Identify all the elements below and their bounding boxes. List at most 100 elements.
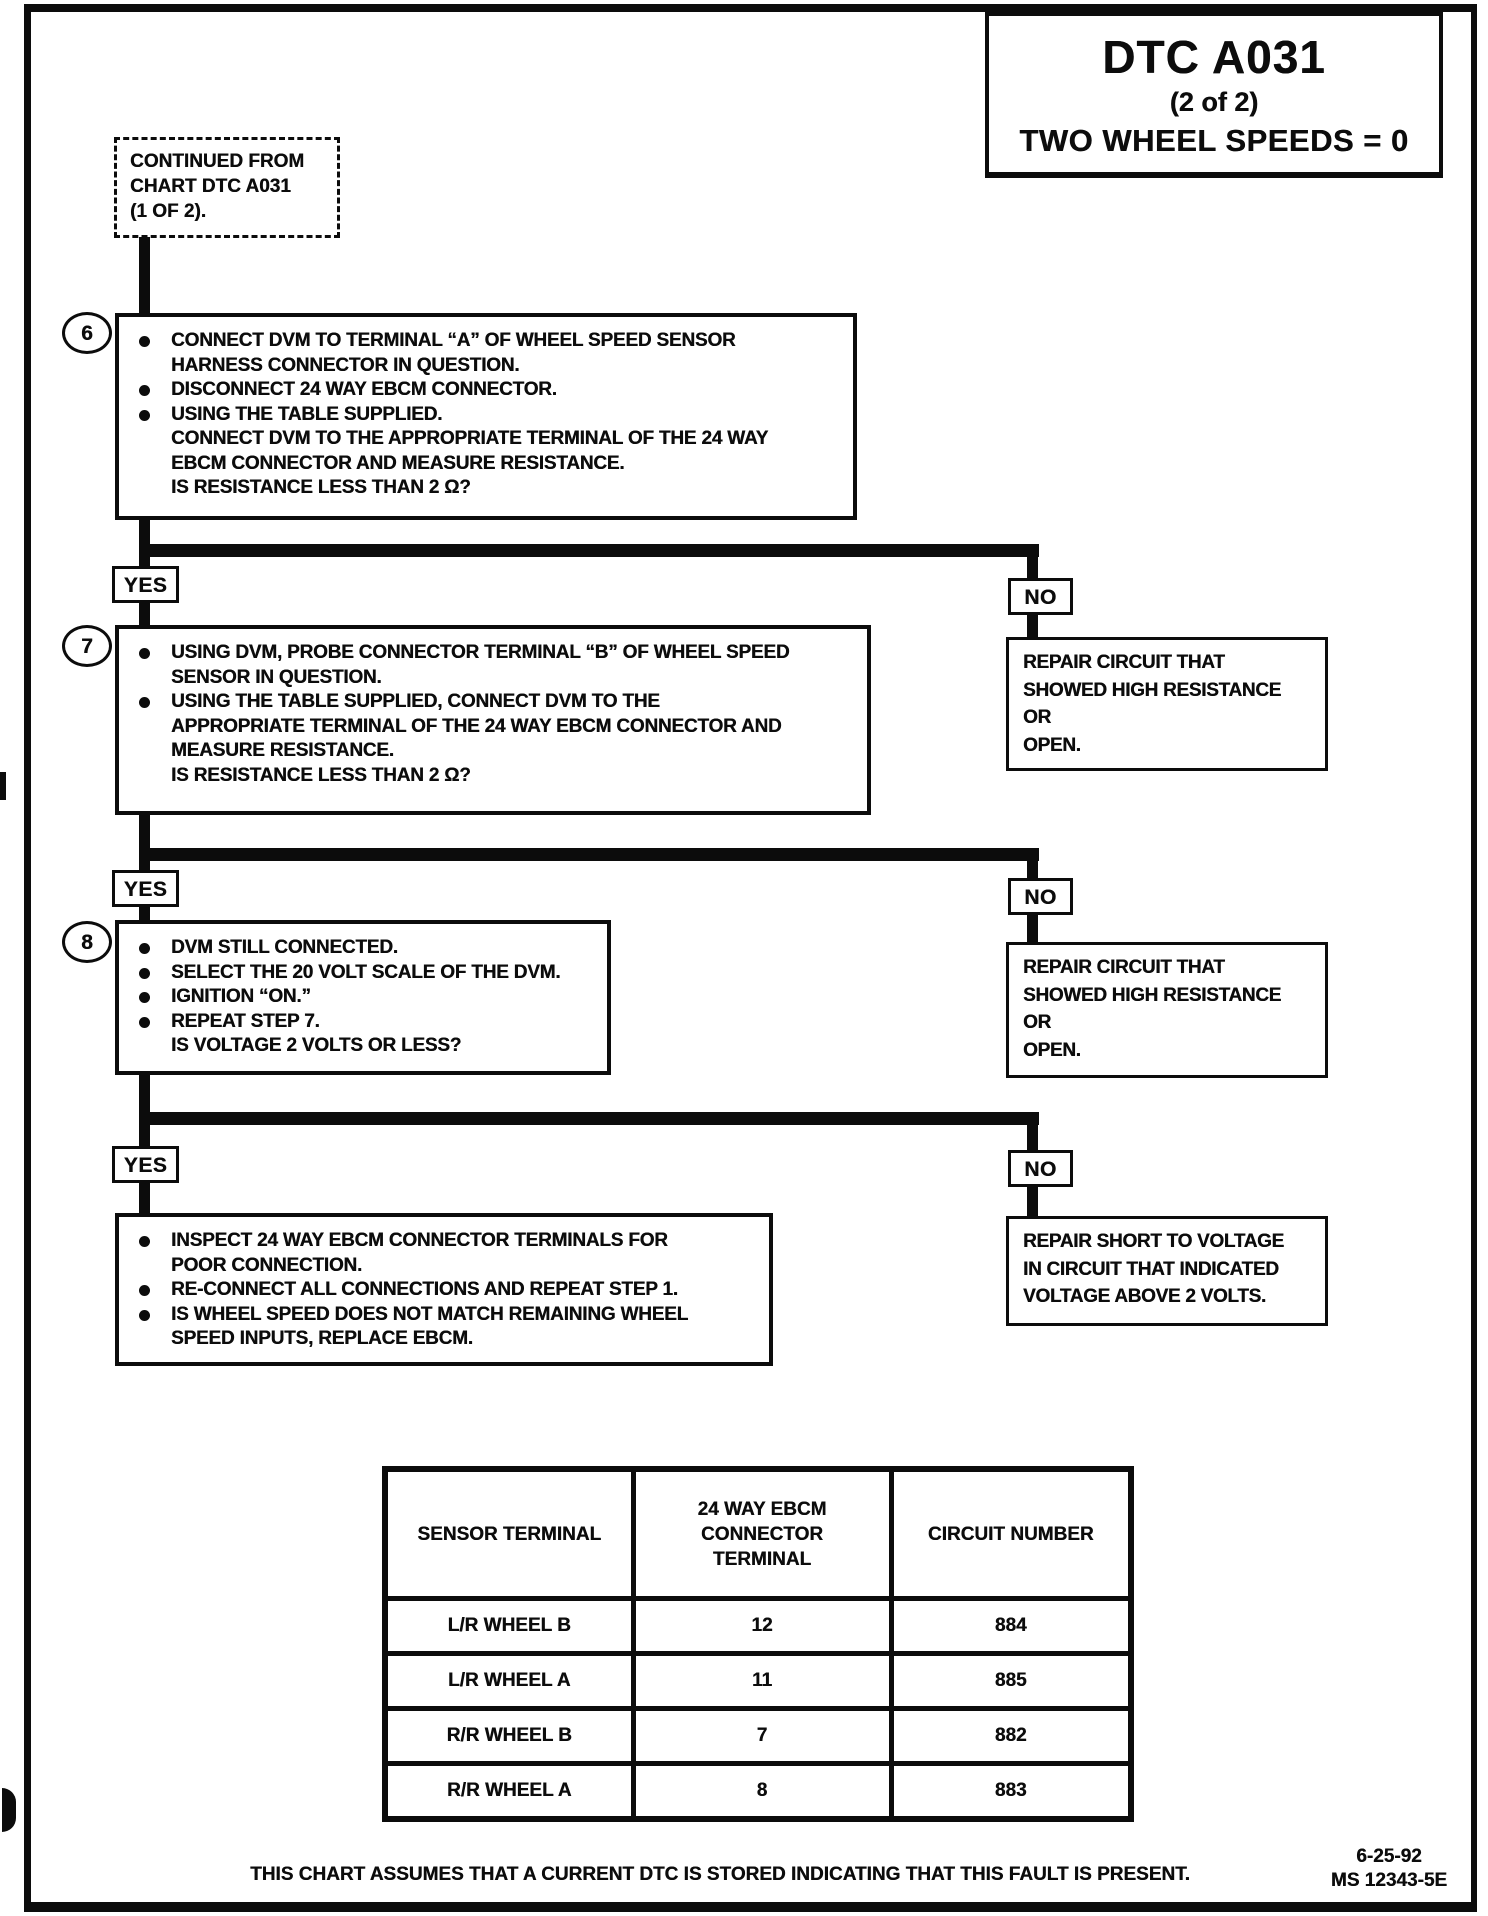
col-header-ebcm-terminal: 24 WAY EBCM CONNECTOR TERMINAL [630,1466,894,1601]
repair-open-box: REPAIR CIRCUIT THAT SHOWED HIGH RESISTAN… [1006,637,1328,771]
instruction-line: HARNESS CONNECTOR IN QUESTION. [171,354,520,376]
step8-box: DVM STILL CONNECTED. SELECT THE 20 VOLT … [115,920,611,1075]
instruction-line: CONNECT DVM TO THE APPROPRIATE TERMINAL … [171,428,769,449]
step-number: 7 [81,635,93,658]
bullet-icon [139,385,150,396]
bullet-icon [139,648,150,659]
instruction-line: SPEED INPUTS, REPLACE EBCM. [171,1328,473,1349]
instruction-line: DISCONNECT 24 WAY EBCM CONNECTOR. [119,378,853,403]
cell-circuit-number: 885 [888,1651,1134,1711]
step-number-circle: 6 [62,312,112,354]
page-border [24,4,1477,1912]
flow-connector [139,603,150,625]
bullet-icon [139,943,150,954]
flow-connector [139,815,150,870]
bullet-icon [139,409,150,421]
instruction-line: DVM STILL CONNECTED. [119,936,607,961]
no-branch-label: NO [1008,878,1073,915]
cell-sensor-terminal: L/R WHEEL A [382,1651,636,1711]
continued-from-box: CONTINUED FROM CHART DTC A031 (1 OF 2). [114,137,340,238]
title-block: DTC A031 (2 of 2) TWO WHEEL SPEEDS = 0 [985,12,1443,178]
cell-sensor-terminal: L/R WHEEL B [382,1596,636,1656]
repair-short-box: REPAIR SHORT TO VOLTAGE IN CIRCUIT THAT … [1006,1216,1328,1326]
bullet-icon [139,1285,150,1296]
continued-line: CHART DTC A031 [130,176,291,197]
no-branch-label: NO [1008,578,1073,615]
scan-artifact [0,772,6,800]
step-number-circle: 8 [62,921,112,963]
table-header-row: SENSOR TERMINAL 24 WAY EBCM CONNECTOR TE… [382,1466,1134,1601]
bullet-icon [139,992,150,1003]
yes-branch-label: YES [112,1146,179,1183]
instruction-line: POOR CONNECTION. [171,1254,363,1276]
footer-reference: 6-25-92 MS 12343-5E [1308,1845,1470,1893]
cell-ebcm-terminal: 8 [630,1761,894,1822]
flow-connector [139,848,1039,861]
flow-connector [139,1112,1039,1125]
step-number-circle: 7 [62,625,112,667]
flow-connector [139,544,1039,557]
terminal-table: SENSOR TERMINAL 24 WAY EBCM CONNECTOR TE… [382,1466,1134,1822]
cell-ebcm-terminal: 12 [630,1596,894,1656]
instruction-line: MEASURE RESISTANCE. [171,740,394,761]
instruction-line: SELECT THE 20 VOLT SCALE OF THE DVM. [119,961,607,986]
cell-sensor-terminal: R/R WHEEL B [382,1706,636,1766]
scan-artifact [2,1788,16,1832]
cell-circuit-number: 882 [888,1706,1134,1766]
flow-connector [1027,848,1038,878]
step-number: 8 [81,931,93,954]
instruction-line: USING THE TABLE SUPPLIED. [119,403,853,428]
bullet-icon [139,1309,150,1321]
instruction-line: IS WHEEL SPEED DOES NOT MATCH REMAINING … [119,1303,769,1328]
instruction-line: USING DVM, PROBE CONNECTOR TERMINAL “B” … [119,641,867,666]
yes-branch-label: YES [112,870,179,907]
instruction-line: APPROPRIATE TERMINAL OF THE 24 WAY EBCM … [171,715,782,737]
instruction-line: USING THE TABLE SUPPLIED, CONNECT DVM TO… [119,690,867,715]
question-line: IS RESISTANCE LESS THAN 2 Ω? [171,764,471,786]
no-branch-label: NO [1008,1150,1073,1187]
cell-circuit-number: 884 [888,1596,1134,1656]
cell-sensor-terminal: R/R WHEEL A [382,1761,636,1822]
flow-connector [139,520,150,566]
instruction-line: IGNITION “ON.” [119,985,607,1010]
chart-title: TWO WHEEL SPEEDS = 0 [1019,123,1409,158]
footer-doc-number: MS 12343-5E [1330,1870,1448,1891]
question-line: IS VOLTAGE 2 VOLTS OR LESS? [171,1035,462,1056]
flow-connector [139,1183,150,1213]
cell-circuit-number: 883 [888,1761,1134,1822]
step6-box: CONNECT DVM TO TERMINAL “A” OF WHEEL SPE… [115,313,857,520]
flow-connector [1027,615,1038,637]
flow-connector [139,907,150,921]
yes-branch-label: YES [112,566,179,603]
table-row: R/R WHEEL A 8 883 [382,1761,1134,1822]
flow-connector [1027,1187,1038,1216]
instruction-line: CONNECT DVM TO TERMINAL “A” OF WHEEL SPE… [119,329,853,354]
instruction-line: EBCM CONNECTOR AND MEASURE RESISTANCE. [171,452,625,474]
bullet-icon [139,336,150,347]
table-row: L/R WHEEL A 11 885 [382,1651,1134,1711]
flow-connector [1027,544,1038,578]
dtc-code: DTC A031 [1102,31,1326,83]
table-row: R/R WHEEL B 7 882 [382,1706,1134,1766]
step7-box: USING DVM, PROBE CONNECTOR TERMINAL “B” … [115,625,871,815]
footer-note: THIS CHART ASSUMES THAT A CURRENT DTC IS… [250,1864,1190,1885]
flow-connector [1027,915,1038,942]
instruction-line: INSPECT 24 WAY EBCM CONNECTOR TERMINALS … [119,1229,769,1254]
footer-date: 6-25-92 [1356,1846,1422,1867]
table-row: L/R WHEEL B 12 884 [382,1596,1134,1656]
flow-connector [1027,1112,1038,1150]
instruction-line: REPEAT STEP 7. [119,1010,607,1035]
final-action-box: INSPECT 24 WAY EBCM CONNECTOR TERMINALS … [115,1213,773,1366]
col-header-circuit-number: CIRCUIT NUMBER [888,1466,1134,1601]
flow-connector [139,237,150,315]
cell-ebcm-terminal: 11 [630,1651,894,1711]
bullet-icon [139,697,150,708]
step-number: 6 [81,322,93,345]
cell-ebcm-terminal: 7 [630,1706,894,1766]
page-indicator: (2 of 2) [1169,87,1259,117]
bullet-icon [139,967,150,979]
continued-line: (1 OF 2). [130,201,207,222]
question-line: IS RESISTANCE LESS THAN 2 Ω? [171,477,471,498]
bullet-icon [139,1016,150,1028]
instruction-line: RE-CONNECT ALL CONNECTIONS AND REPEAT ST… [119,1278,769,1303]
